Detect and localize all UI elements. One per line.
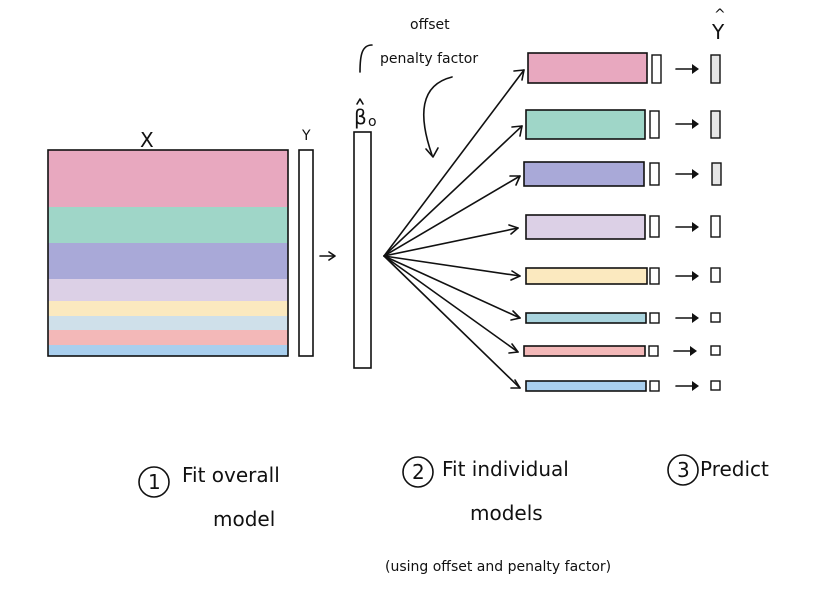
step-2-line-1: Fit individual xyxy=(442,457,569,481)
group-beta-3 xyxy=(649,162,660,186)
group-matrix-6 xyxy=(525,312,647,324)
step-2-line-2: models xyxy=(470,501,543,525)
x-band-5 xyxy=(48,301,288,316)
group-beta-1 xyxy=(651,54,662,84)
group-beta-8 xyxy=(649,380,660,392)
y-column xyxy=(298,149,314,357)
fanout-arrows xyxy=(383,69,525,389)
group-matrix-3 xyxy=(523,161,645,187)
step-1: 1 Fit overall model xyxy=(138,463,280,531)
yhat-box-4 xyxy=(710,215,721,238)
x-band-8 xyxy=(48,345,288,356)
y-vector: Y xyxy=(298,128,314,357)
step-1-line-2: model xyxy=(213,507,275,531)
group-beta-5 xyxy=(649,267,660,285)
y-label: Y xyxy=(301,128,311,144)
yhat-box-8 xyxy=(710,380,721,391)
yhat-box-2 xyxy=(710,110,721,139)
x-band-1 xyxy=(48,150,288,207)
arrow-to-beta xyxy=(319,251,336,261)
beta0-subscript: o xyxy=(368,114,377,130)
step-2-circle xyxy=(402,456,434,488)
group-beta-6 xyxy=(649,312,660,324)
x-band-2 xyxy=(48,207,288,243)
yhat-hat: ^ xyxy=(714,7,726,23)
x-band-4 xyxy=(48,279,288,301)
offset-label: offset xyxy=(410,17,450,33)
step-3-number: 3 xyxy=(677,458,690,482)
individual-models xyxy=(523,52,662,392)
yhat-label: Y xyxy=(711,20,725,44)
group-beta-4 xyxy=(649,215,660,238)
group-beta-7 xyxy=(648,345,659,357)
x-label: X xyxy=(140,128,154,152)
group-matrix-4 xyxy=(525,214,646,240)
group-matrix-1 xyxy=(527,52,648,84)
step-2: 2 Fit individual models (using offset an… xyxy=(385,456,611,575)
prediction-column: Y ^ xyxy=(673,7,726,391)
step-3-circle xyxy=(667,454,699,486)
x-band-7 xyxy=(48,330,288,345)
group-beta-2 xyxy=(649,110,660,139)
step-2-line-3: (using offset and penalty factor) xyxy=(385,559,611,575)
offset-annotation: offset penalty factor xyxy=(359,17,478,158)
beta0-symbol: β xyxy=(354,105,367,129)
yhat-box-1 xyxy=(710,54,721,84)
step-3: 3 Predict xyxy=(667,454,769,486)
step-1-circle xyxy=(138,466,170,498)
beta0-vector: β o xyxy=(353,98,377,369)
step-2-number: 2 xyxy=(412,460,425,484)
x-matrix-border xyxy=(47,149,289,357)
group-matrix-8 xyxy=(525,380,647,392)
x-matrix: X xyxy=(47,128,289,357)
beta0-column xyxy=(353,131,372,369)
group-matrix-7 xyxy=(523,345,646,357)
x-band-3 xyxy=(48,243,288,279)
step-1-line-1: Fit overall xyxy=(182,463,280,487)
step-1-number: 1 xyxy=(148,470,161,494)
x-band-6 xyxy=(48,316,288,330)
group-matrix-5 xyxy=(525,267,648,285)
yhat-box-6 xyxy=(710,312,721,323)
step-3-line-1: Predict xyxy=(700,457,769,481)
penalty-factor-text: penalty factor xyxy=(380,51,478,67)
yhat-box-3 xyxy=(711,162,722,186)
yhat-box-7 xyxy=(710,345,721,356)
yhat-box-5 xyxy=(710,267,721,283)
group-matrix-2 xyxy=(525,109,646,140)
